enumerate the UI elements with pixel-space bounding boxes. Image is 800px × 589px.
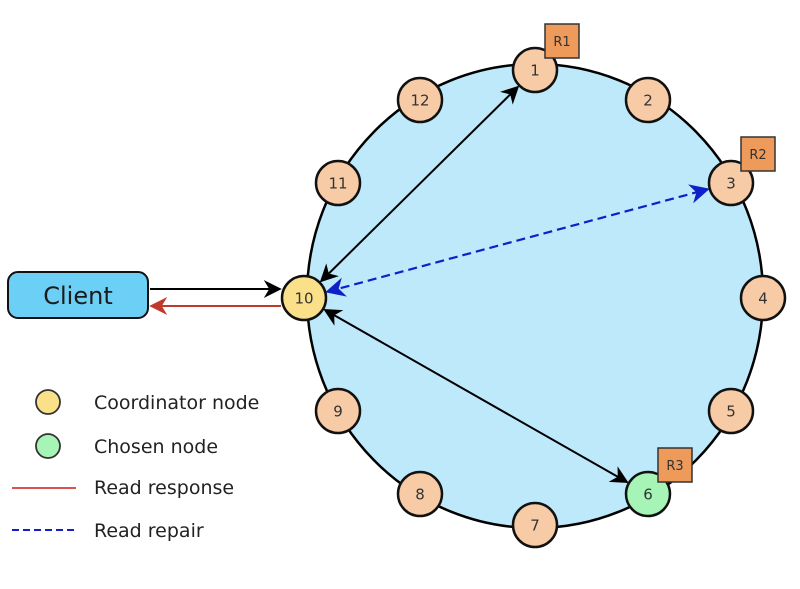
ring-node-7[interactable]: 7 <box>511 501 559 549</box>
legend-chosen-label: Chosen node <box>94 436 218 458</box>
node-circle <box>396 470 444 518</box>
legend-read-response-label: Read response <box>94 477 234 499</box>
node-circle <box>511 501 559 549</box>
node-circle <box>707 159 755 207</box>
node-circle <box>624 76 672 124</box>
ring-node-5[interactable]: 5 <box>707 387 755 435</box>
node-label: 5 <box>726 403 736 421</box>
ring-node-9[interactable]: 9 <box>314 387 362 435</box>
node-label: 6 <box>643 486 653 504</box>
ring-node-1[interactable]: 1 <box>511 46 559 94</box>
ring-node-6[interactable]: 6 <box>624 470 672 518</box>
node-circle <box>314 387 362 435</box>
replica-tag-r2: R2 <box>740 136 776 172</box>
ring-node-8[interactable]: 8 <box>396 470 444 518</box>
legend-chosen-swatch <box>35 433 61 459</box>
ring-node-2[interactable]: 2 <box>624 76 672 124</box>
node-label: 3 <box>726 175 736 193</box>
node-label: 1 <box>530 62 540 80</box>
node-circle <box>739 274 787 322</box>
node-label: 11 <box>328 175 347 193</box>
ring-node-11[interactable]: 11 <box>314 159 362 207</box>
node-circle <box>396 76 444 124</box>
legend-item-read-repair: Read repair <box>12 520 204 542</box>
legend-read-repair-label: Read repair <box>94 520 204 542</box>
node-circle <box>511 46 559 94</box>
node-circle <box>624 470 672 518</box>
node-label: 9 <box>333 403 343 421</box>
replica-tag-r1: R1 <box>544 23 580 59</box>
replica-tag-label: R2 <box>749 148 766 163</box>
edge-repair-10-to-3 <box>325 184 710 297</box>
node-label: 8 <box>415 486 425 504</box>
node-label: 2 <box>643 92 653 110</box>
replica-tag-box <box>740 136 776 172</box>
legend: Coordinator node Chosen node Read respon… <box>12 389 259 542</box>
legend-coordinator-label: Coordinator node <box>94 392 259 414</box>
node-label: 12 <box>410 92 429 110</box>
ring-node-10[interactable]: 10 <box>280 274 328 322</box>
ring-node-3[interactable]: 3 <box>707 159 755 207</box>
legend-item-chosen: Chosen node <box>35 433 218 459</box>
edges <box>149 85 710 484</box>
edge-bidirectional-10-to-6 <box>323 308 629 484</box>
replica-tag-box <box>657 447 693 483</box>
hash-ring <box>305 62 765 530</box>
ring-node-12[interactable]: 12 <box>396 76 444 124</box>
node-circle <box>707 387 755 435</box>
node-label: 10 <box>294 290 313 308</box>
replica-tag-label: R1 <box>553 35 570 50</box>
replica-tag-r3: R3 <box>657 447 693 483</box>
legend-item-read-response: Read response <box>12 477 234 499</box>
replica-tag-box <box>544 23 580 59</box>
node-circle <box>314 159 362 207</box>
node-label: 4 <box>758 290 768 308</box>
client-node[interactable]: Client <box>7 271 149 319</box>
legend-coordinator-swatch <box>35 389 61 415</box>
node-label: 7 <box>530 517 540 535</box>
ring-node-4[interactable]: 4 <box>739 274 787 322</box>
replica-tag-label: R3 <box>666 459 683 474</box>
client-label: Client <box>43 282 112 310</box>
node-circle <box>280 274 328 322</box>
legend-item-coordinator: Coordinator node <box>35 389 259 415</box>
